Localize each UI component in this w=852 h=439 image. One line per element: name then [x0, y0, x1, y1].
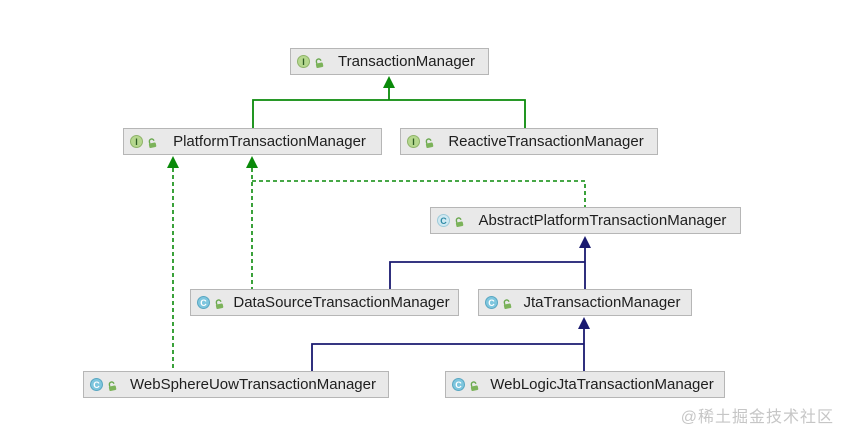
class-name: AbstractPlatformTransactionManager [478, 212, 727, 229]
node-weblogic-jta-transaction-manager[interactable]: C WebLogicJtaTransactionManager [445, 371, 725, 398]
interface-icon: I [130, 135, 143, 148]
arrowhead-extends-abstractplatform [579, 236, 591, 248]
node-transaction-manager[interactable]: I TransactionManager [290, 48, 489, 75]
class-icon: C [90, 378, 103, 391]
lock-icon [467, 377, 481, 391]
lock-icon [452, 213, 466, 227]
lock-icon [212, 295, 226, 309]
class-icon: C [452, 378, 465, 391]
lock-icon [422, 134, 436, 148]
watermark: @稀土掘金技术社区 [680, 409, 834, 426]
lock-icon [312, 54, 326, 68]
node-datasource-transaction-manager[interactable]: C DataSourceTransactionManager [190, 289, 459, 316]
lock-icon [105, 377, 119, 391]
interface-icon: I [297, 55, 310, 68]
node-jta-transaction-manager[interactable]: C JtaTransactionManager [478, 289, 692, 316]
lock-icon [145, 134, 159, 148]
class-icon: C [485, 296, 498, 309]
arrowhead-extends-transactionmanager [383, 76, 395, 88]
class-name: WebLogicJtaTransactionManager [490, 376, 714, 393]
class-name: WebSphereUowTransactionManager [130, 376, 376, 393]
interface-icon: I [407, 135, 420, 148]
class-name: DataSourceTransactionManager [233, 294, 450, 311]
class-name: ReactiveTransactionManager [448, 133, 644, 150]
node-abstract-platform-transaction-manager[interactable]: C AbstractPlatformTransactionManager [430, 207, 741, 234]
edge-extends-interface [252, 88, 526, 128]
node-websphere-uow-transaction-manager[interactable]: C WebSphereUowTransactionManager [83, 371, 389, 398]
arrowhead-implements-platform-right [246, 156, 258, 168]
lock-icon [500, 295, 514, 309]
class-icon: C [197, 296, 210, 309]
node-reactive-transaction-manager[interactable]: I ReactiveTransactionManager [400, 128, 658, 155]
arrowhead-extends-jta [578, 317, 590, 329]
class-name: JtaTransactionManager [523, 294, 681, 311]
edge-extends-jta [311, 329, 585, 371]
class-name: TransactionManager [337, 53, 475, 70]
node-platform-transaction-manager[interactable]: I PlatformTransactionManager [123, 128, 382, 155]
edge-implements [172, 168, 586, 371]
abstract-class-icon: C [437, 214, 450, 227]
class-name: PlatformTransactionManager [173, 133, 366, 150]
edge-extends-abstractplatform [389, 248, 586, 289]
arrowhead-implements-platform-left [167, 156, 179, 168]
